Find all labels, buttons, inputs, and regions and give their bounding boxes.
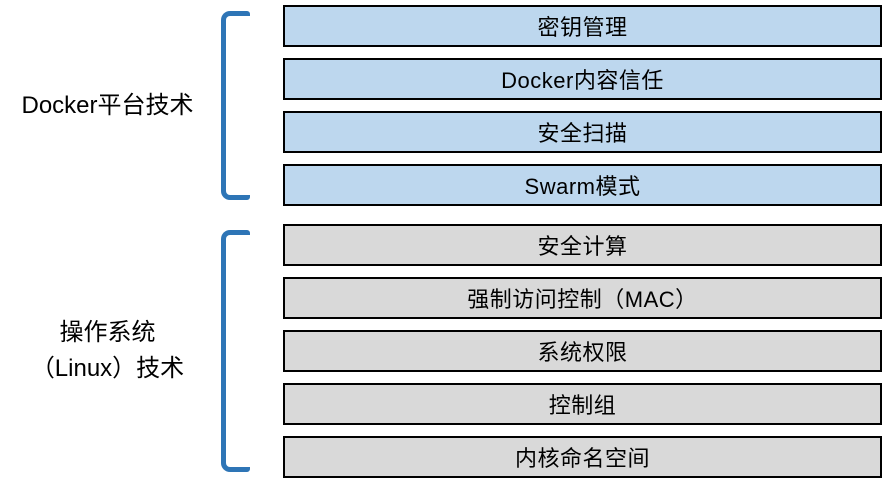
group-os-boxes: 安全计算 强制访问控制（MAC） 系统权限 控制组 内核命名空间 <box>283 224 882 478</box>
box-docker-content-trust: Docker内容信任 <box>283 58 882 100</box>
group-os-bracket-area <box>215 224 283 478</box>
left-bracket-icon <box>221 11 250 200</box>
box-swarm-mode: Swarm模式 <box>283 164 882 206</box>
left-bracket-icon <box>221 230 250 472</box>
group-os-linux: 操作系统 （Linux）技术 安全计算 强制访问控制（MAC） 系统权限 控制组… <box>0 224 882 478</box>
box-kernel-namespaces: 内核命名空间 <box>283 436 882 478</box>
group-docker-platform: Docker平台技术 密钥管理 Docker内容信任 安全扫描 Swarm模式 <box>0 5 882 206</box>
group-os-label-line-2: （Linux）技术 <box>30 355 185 382</box>
group-docker-label-line: Docker平台技术 <box>21 91 194 119</box>
box-mandatory-access-control: 强制访问控制（MAC） <box>283 277 882 319</box>
group-docker-label: Docker平台技术 <box>21 88 193 124</box>
group-docker-boxes: 密钥管理 Docker内容信任 安全扫描 Swarm模式 <box>283 5 882 206</box>
group-docker-bracket-area <box>215 5 283 206</box>
box-system-permissions: 系统权限 <box>283 330 882 372</box>
group-os-label: 操作系统 （Linux）技术 <box>31 315 184 387</box>
group-os-label-area: 操作系统 （Linux）技术 <box>0 224 215 478</box>
box-key-management: 密钥管理 <box>283 5 882 47</box>
box-secure-computing: 安全计算 <box>283 224 882 266</box>
box-control-groups: 控制组 <box>283 383 882 425</box>
group-os-label-line-1: 操作系统 <box>59 319 156 346</box>
box-security-scanning: 安全扫描 <box>283 111 882 153</box>
group-docker-label-area: Docker平台技术 <box>0 5 215 206</box>
